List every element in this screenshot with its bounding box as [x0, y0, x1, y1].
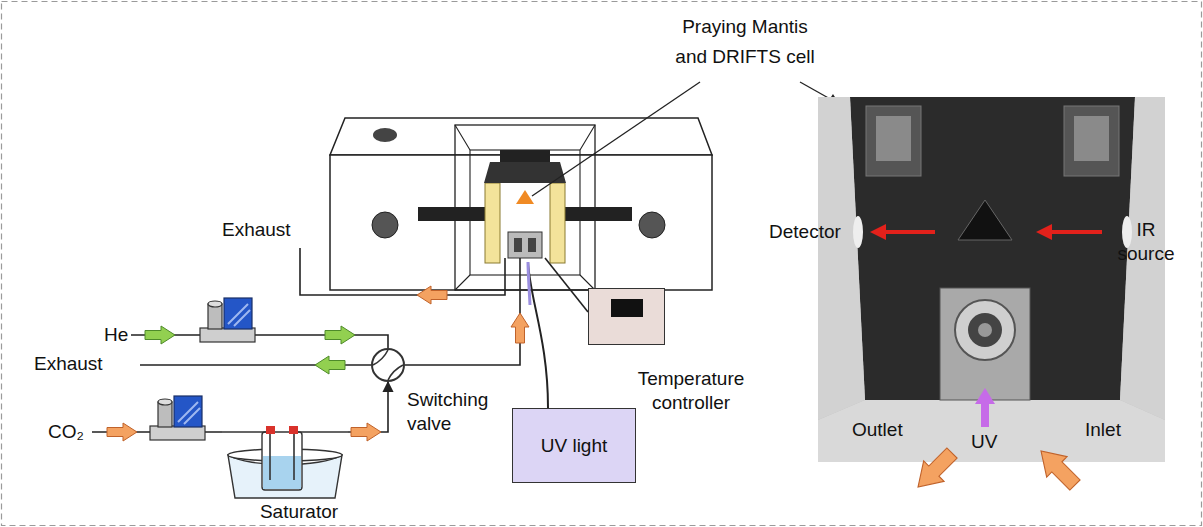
photo-sample [978, 323, 992, 337]
callout-label: Praying Mantis and DRIFTS cell [670, 12, 820, 72]
ir-beam-head [870, 224, 886, 240]
cell-cap [500, 150, 550, 162]
photo-label: Detector [769, 220, 841, 244]
valve-passage [373, 350, 403, 380]
node-text: Switching valve [407, 388, 517, 436]
inlet-arrow [1031, 441, 1085, 495]
node-text: Saturator [236, 500, 362, 524]
temperature-controller: Temperature controller [588, 288, 665, 345]
cell-body [508, 232, 542, 258]
spectrometer-window [639, 212, 665, 238]
flow-arrow [511, 313, 529, 343]
tube-cap [289, 426, 298, 434]
water-bath [228, 455, 342, 498]
outlet-arrow [908, 443, 962, 497]
uv-arrow [981, 402, 989, 427]
flow-arrow [351, 423, 381, 441]
spectrometer-body [330, 155, 712, 290]
cell-marker [516, 190, 534, 204]
optical-fiber [528, 262, 548, 408]
ir-beam-arrow [1050, 230, 1102, 234]
sample-compartment-inner [470, 150, 580, 275]
saturator: Saturator [222, 418, 348, 500]
saturator-liquid [263, 456, 301, 489]
saturator-drawing [222, 418, 348, 500]
beam-housing [418, 207, 485, 221]
photo-interior [850, 97, 1135, 400]
node-text: UV light [541, 434, 608, 458]
cell-dome [484, 162, 566, 183]
beam-housing [565, 207, 632, 221]
cell-detail [514, 238, 522, 252]
flow-arrow [107, 423, 137, 441]
photo-mirror [866, 106, 921, 176]
flow-arrow [417, 286, 447, 304]
mass-flow-controller [200, 298, 255, 342]
tube-cap [266, 426, 275, 434]
gas-label: He [104, 323, 128, 347]
photo-mirror-face [876, 116, 911, 161]
photo-frame [818, 97, 1165, 462]
saturator-bottle [262, 432, 302, 490]
photo-floor [818, 400, 1165, 462]
leader-line [532, 82, 700, 196]
valve-symbol [371, 348, 405, 382]
spectrometer-port [373, 128, 397, 142]
spectrometer-window [372, 212, 398, 238]
port-label: Exhaust [34, 352, 103, 376]
mass-flow-controller [150, 396, 205, 440]
uv-light-box: UV light [512, 408, 636, 483]
flow-arrow [325, 326, 355, 344]
photo-label: Inlet [1085, 418, 1121, 442]
node-text: Temperature controller [616, 367, 766, 415]
gas-label: CO₂ [48, 420, 84, 444]
uv-arrow-head [975, 388, 995, 404]
cell-mirror [485, 183, 500, 263]
photo-cell-window [968, 313, 1002, 347]
photo-cell-dome [955, 300, 1015, 360]
spectrometer-top [330, 118, 712, 155]
photo-port [853, 216, 863, 248]
port-label: Exhaust [222, 218, 291, 242]
uv-glow [528, 262, 530, 305]
flow-arrow [315, 356, 345, 374]
inlet-line [405, 258, 520, 365]
cell-detail [528, 238, 536, 252]
photo-label: UV [971, 430, 997, 454]
valve-body [372, 349, 404, 381]
photo-side-panel [818, 97, 865, 420]
thermocouple-wire [545, 258, 588, 312]
photo-pyramid [958, 200, 1012, 240]
exhaust-line [300, 248, 505, 295]
photo-mirror-face [1074, 116, 1109, 161]
saturator-tube [222, 432, 348, 480]
flow-arrow [145, 326, 175, 344]
photo-cell-body [940, 288, 1030, 400]
photo-label: Outlet [852, 418, 903, 442]
photo-mirror [1064, 106, 1119, 176]
display-screen [611, 299, 643, 317]
photo-label: IR source [1110, 218, 1182, 266]
cell-mirror [550, 183, 565, 263]
switching-valve: Switching valve [371, 348, 405, 382]
ir-beam-arrow [884, 230, 935, 234]
ir-beam-head [1036, 224, 1052, 240]
